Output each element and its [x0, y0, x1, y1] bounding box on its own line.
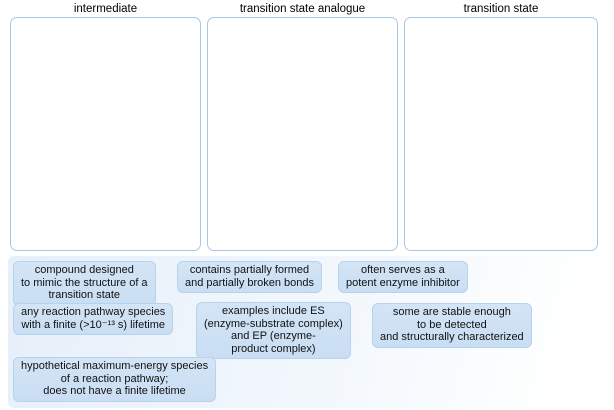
- chip-hypothetical-maximum-energy-species[interactable]: hypothetical maximum-energy species of a…: [13, 357, 217, 402]
- chip-stable-enough-to-be-detected[interactable]: some are stable enough to be detected an…: [372, 303, 532, 348]
- drop-bin-intermediate[interactable]: [10, 17, 201, 251]
- chip-examples-es-ep-complexes[interactable]: examples include ES (enzyme-substrate co…: [196, 302, 351, 359]
- column-header-transition-state: transition state: [463, 3, 539, 15]
- column-header-intermediate: intermediate: [73, 3, 138, 15]
- chip-potent-enzyme-inhibitor[interactable]: often serves as a potent enzyme inhibito…: [338, 261, 468, 293]
- drop-bin-transition-state-analogue[interactable]: [207, 17, 398, 251]
- drop-bin-transition-state[interactable]: [404, 17, 598, 251]
- answer-bank: compound designed to mimic the structure…: [8, 256, 598, 408]
- column-header-transition-state-analogue: transition state analogue: [239, 3, 366, 15]
- chip-finite-lifetime-species[interactable]: any reaction pathway species with a fini…: [13, 303, 174, 335]
- chip-compound-designed-to-mimic[interactable]: compound designed to mimic the structure…: [13, 261, 156, 306]
- chip-contains-partially-formed-bonds[interactable]: contains partially formed and partially …: [177, 261, 323, 293]
